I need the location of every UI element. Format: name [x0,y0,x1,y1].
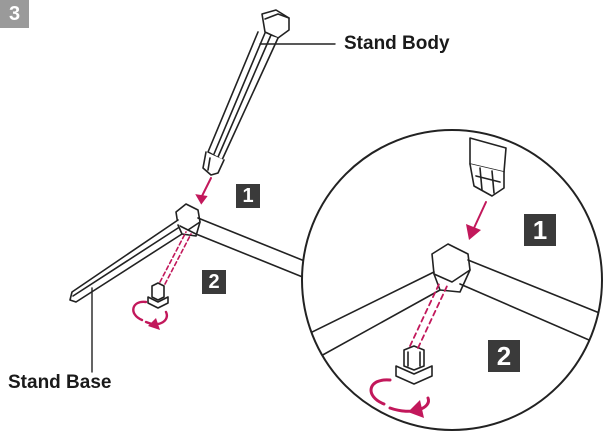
detail-screw [395,345,433,385]
detail-insert-arrow-icon [473,201,487,229]
step-1-box-main: 1 [236,184,260,208]
screw [147,282,169,309]
detail-stand-base [302,243,602,363]
screw-guide-line [159,231,192,285]
insert-arrow-icon [201,177,212,197]
step-number-badge: 3 [0,0,29,28]
step-2-box-detail: 2 [488,340,520,372]
stand-base [69,203,313,303]
stand-base-label: Stand Base [8,372,112,393]
step-1-box-detail: 1 [524,214,556,246]
detail-screw-guide-line [409,281,449,349]
stand-body-label: Stand Body [344,33,450,54]
rotation-arrow-icon [132,300,169,326]
detail-stand-body-tip [469,137,507,197]
stand-body [202,9,290,176]
step-number: 3 [8,2,21,25]
step-2-box-main: 2 [202,270,226,294]
